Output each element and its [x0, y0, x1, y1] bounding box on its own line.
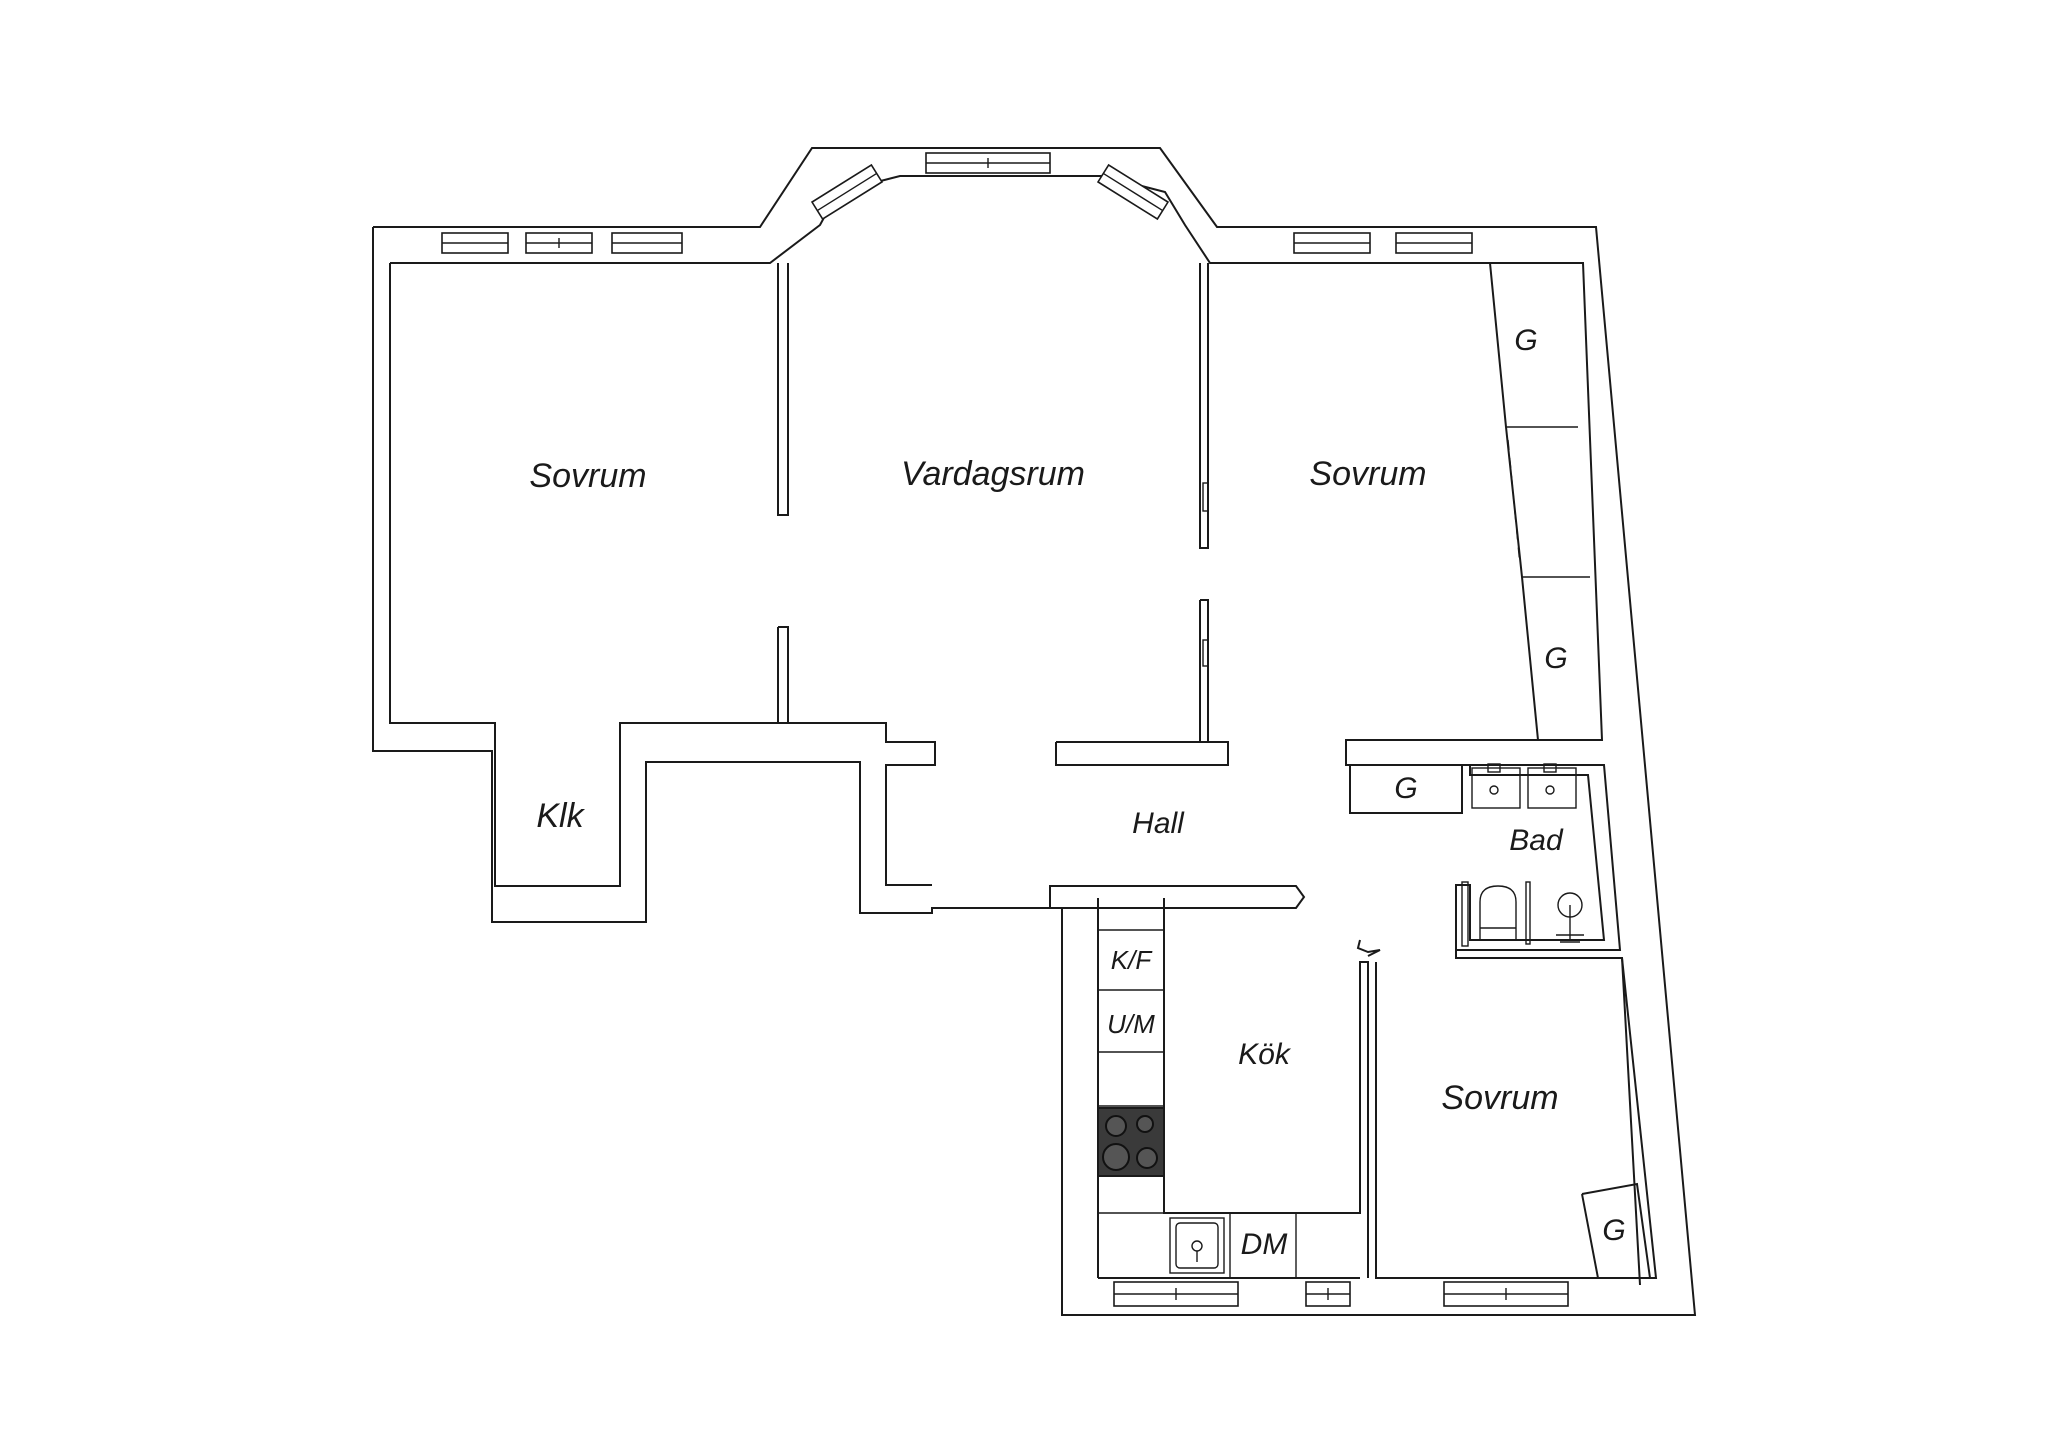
- sink-icon: [1169, 1217, 1225, 1274]
- washbasin-icon: [1471, 763, 1521, 809]
- lower-bedroom-closet: [1581, 1182, 1652, 1279]
- window: [1305, 1281, 1351, 1307]
- room-label-vardagsrum: Vardagsrum: [901, 455, 1085, 493]
- wardrobe-label: G: [1514, 324, 1537, 357]
- kitchen-units: [1097, 929, 1297, 1278]
- oven-microwave-label: U/M: [1107, 1009, 1155, 1039]
- bath-walls: [1349, 764, 1641, 1286]
- fridge-freezer-label: K/F: [1111, 945, 1154, 975]
- room-label-sovrum-left: Sovrum: [529, 457, 646, 495]
- bath-fixtures: [1461, 763, 1584, 947]
- room-label-bad: Bad: [1509, 824, 1564, 857]
- window: [1113, 1281, 1239, 1307]
- window: [441, 232, 509, 254]
- dishwasher-label: DM: [1241, 1228, 1288, 1261]
- stove-icon: [1097, 1107, 1165, 1177]
- left-bedroom-walls: [389, 263, 936, 887]
- window: [1395, 232, 1473, 254]
- room-label-klk: Klk: [536, 797, 585, 835]
- window: [1293, 232, 1371, 254]
- washbasin-icon: [1527, 763, 1577, 809]
- window: [810, 163, 884, 221]
- closet-walls: [494, 751, 621, 886]
- toilet-icon: [1461, 881, 1517, 947]
- window: [611, 232, 683, 254]
- window: [1096, 163, 1170, 221]
- room-labels: Sovrum Vardagsrum Sovrum Klk Hall Bad Kö…: [529, 324, 1625, 1261]
- lower-bedroom-walls: [1375, 957, 1658, 1279]
- room-label-sovrum-lower: Sovrum: [1441, 1079, 1558, 1117]
- windows: [441, 152, 1569, 1307]
- room-label-hall: Hall: [1132, 807, 1185, 840]
- shower-icon: [1525, 881, 1584, 945]
- window: [525, 232, 593, 254]
- kitchen-walls: [1049, 885, 1381, 1279]
- room-label-sovrum-right: Sovrum: [1309, 455, 1426, 493]
- right-bedroom-walls: [1210, 262, 1604, 766]
- window: [1443, 1281, 1569, 1307]
- wardrobe-label: G: [1394, 772, 1417, 805]
- room-label-kok: Kök: [1238, 1038, 1292, 1071]
- window: [925, 152, 1051, 174]
- wardrobe-label: G: [1602, 1214, 1625, 1247]
- wardrobe-label: G: [1544, 642, 1567, 675]
- hall-closet: [1349, 764, 1463, 814]
- living-hall-walls: [1055, 263, 1229, 766]
